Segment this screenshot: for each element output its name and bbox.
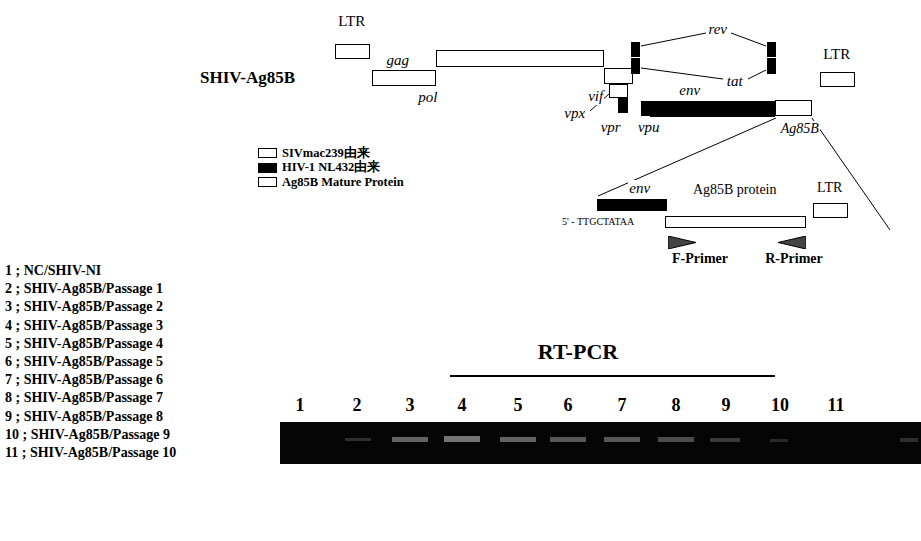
gene-label: Ag85B — [780, 121, 820, 136]
gene-label: F-Primer — [671, 251, 729, 266]
legend-text: HIV-1 NL432由来 — [282, 160, 380, 174]
gene-label: vpr — [600, 119, 622, 136]
gene-box: vpx — [609, 84, 628, 98]
lane-number: 10 — [771, 395, 789, 416]
gene-box: vpr — [618, 98, 628, 113]
gel-band — [444, 436, 480, 442]
gel-band — [900, 438, 918, 442]
lane-legend: 10 ; SHIV-Ag85B/Passage 9 — [5, 427, 170, 443]
lane-number: 4 — [458, 395, 467, 416]
gene-box: rev — [631, 42, 640, 57]
lane-legend: 11 ; SHIV-Ag85B/Passage 10 — [5, 445, 176, 461]
gene-box: vpu — [641, 101, 650, 116]
primer-arrow: F-Primer — [668, 236, 696, 249]
gene-box: env — [597, 199, 667, 211]
gene-label: Ag85B protein — [692, 182, 778, 197]
gel-image — [280, 422, 921, 464]
lane-legend: 7 ; SHIV-Ag85B/Passage 6 — [5, 372, 163, 388]
gene-label: LTR — [337, 13, 366, 30]
lane-legend: 5 ; SHIV-Ag85B/Passage 4 — [5, 336, 163, 352]
gene-label: vpu — [637, 119, 661, 136]
bracket-line — [450, 375, 775, 377]
gene-box: env — [650, 101, 775, 117]
gene-box: vif — [604, 68, 633, 84]
gene-box: tat — [631, 58, 640, 74]
legend-text: Ag85B Mature Protein — [282, 175, 404, 189]
gene-label: env — [628, 180, 651, 197]
lane-number: 7 — [618, 395, 627, 416]
sequence-label: 5' - TTGCTATAA — [562, 216, 634, 228]
gene-label: vif — [587, 88, 604, 105]
protein-box: Ag85B protein — [665, 216, 806, 228]
gel-band — [500, 437, 536, 442]
primer-arrow: R-Primer — [778, 236, 806, 249]
arrow-head — [668, 236, 696, 249]
gel-band — [604, 437, 640, 442]
gel-band — [658, 437, 694, 442]
lane-number: 5 — [514, 395, 523, 416]
lane-legend: 6 ; SHIV-Ag85B/Passage 5 — [5, 354, 163, 370]
legend-text: SIVmac239由来 — [282, 146, 370, 160]
gene-label: vpx — [563, 105, 586, 122]
leader-line — [641, 68, 723, 79]
ltr-box: LTR — [813, 203, 848, 218]
gel-band — [710, 438, 740, 442]
lane-number: 9 — [722, 395, 731, 416]
ltr-box: LTR — [820, 72, 855, 87]
lane-number: 6 — [564, 395, 573, 416]
lane-legend: 1 ; NC/SHIV-NI — [5, 263, 101, 279]
diagram-title: SHIV-Ag85B — [200, 68, 295, 88]
lane-number: 8 — [672, 395, 681, 416]
lane-legend: 8 ; SHIV-Ag85B/Passage 7 — [5, 390, 163, 406]
lane-legend: 4 ; SHIV-Ag85B/Passage 3 — [5, 318, 163, 334]
lane-number: 3 — [406, 395, 415, 416]
lane-number: 2 — [353, 395, 362, 416]
lane-legend: 9 ; SHIV-Ag85B/Passage 8 — [5, 409, 163, 425]
leader-line — [748, 70, 766, 79]
gene-box: Ag85B — [775, 100, 812, 116]
tat-exon — [767, 58, 776, 74]
leader-line — [731, 33, 766, 46]
legend-swatch — [258, 148, 277, 158]
arrow-shape — [778, 236, 806, 249]
gel-band — [345, 438, 371, 441]
gene-label: rev — [707, 21, 728, 38]
gene-box: pol — [436, 50, 604, 67]
gel-bands — [345, 436, 918, 442]
gel-band — [550, 437, 586, 442]
gene-label: pol — [417, 89, 438, 106]
gene-box: gag — [372, 70, 436, 86]
gene-label: tat — [726, 73, 744, 90]
method-label: RT-PCR — [538, 339, 618, 364]
arrow-shape — [668, 236, 696, 249]
gene-label: LTR — [816, 180, 843, 195]
leader-line — [641, 33, 706, 46]
zoom-line — [812, 118, 890, 230]
lane-legend: 2 ; SHIV-Ag85B/Passage 1 — [5, 281, 163, 297]
gel-band — [392, 437, 428, 442]
lane-legend: 3 ; SHIV-Ag85B/Passage 2 — [5, 299, 163, 315]
lane-number: 11 — [827, 395, 844, 416]
arrow-head — [778, 236, 806, 249]
legend-swatch — [258, 163, 277, 173]
gene-label: LTR — [822, 46, 851, 63]
gel-band — [770, 439, 788, 442]
lane-number: 1 — [296, 395, 305, 416]
gene-label: env — [678, 82, 701, 99]
legend-swatch — [258, 177, 277, 187]
ltr-box: LTR — [335, 44, 370, 59]
gene-label: gag — [385, 52, 410, 69]
rev-exon — [767, 42, 776, 57]
gene-label: R-Primer — [764, 251, 824, 266]
